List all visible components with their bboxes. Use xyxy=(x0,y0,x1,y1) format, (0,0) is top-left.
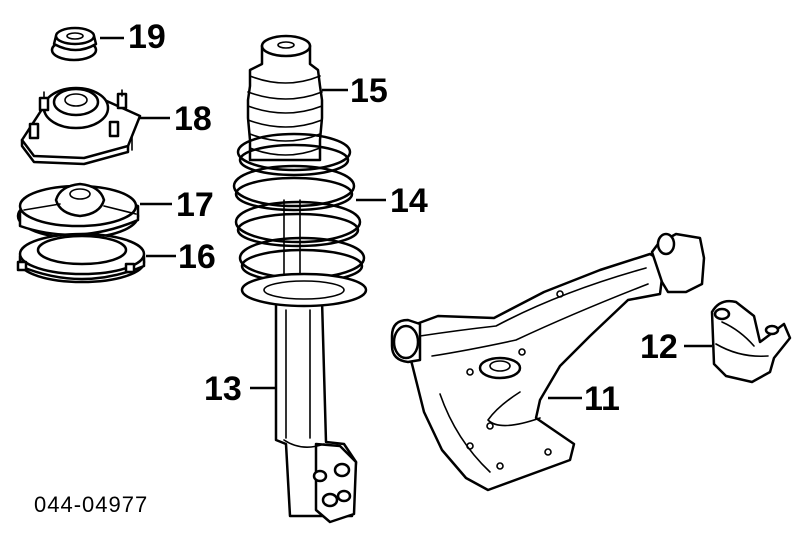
callout-label-19: 19 xyxy=(128,18,166,56)
callout-label-12: 12 xyxy=(640,328,678,366)
callout-label-17: 17 xyxy=(176,186,214,224)
callout-label-13: 13 xyxy=(204,370,242,408)
part-15-boot-drawing xyxy=(246,34,324,162)
part-14-coil-spring-drawing xyxy=(232,132,368,308)
callout-label-14: 14 xyxy=(390,182,428,220)
callout-label-11: 11 xyxy=(584,380,620,418)
diagram-code: 044-04977 xyxy=(34,492,148,517)
part-18-strut-mount-drawing xyxy=(20,86,142,166)
part-17-spring-seat-drawing xyxy=(16,182,140,240)
callout-label-15: 15 xyxy=(350,72,388,110)
part-12-bracket-drawing xyxy=(710,299,792,384)
part-13-strut-drawing xyxy=(274,298,358,524)
part-16-insulator-drawing xyxy=(16,232,146,284)
callout-label-18: 18 xyxy=(174,100,212,138)
callout-label-16: 16 xyxy=(178,238,216,276)
part-19-bump-cap-drawing xyxy=(50,26,98,62)
part-11-control-arm-drawing xyxy=(390,232,706,492)
